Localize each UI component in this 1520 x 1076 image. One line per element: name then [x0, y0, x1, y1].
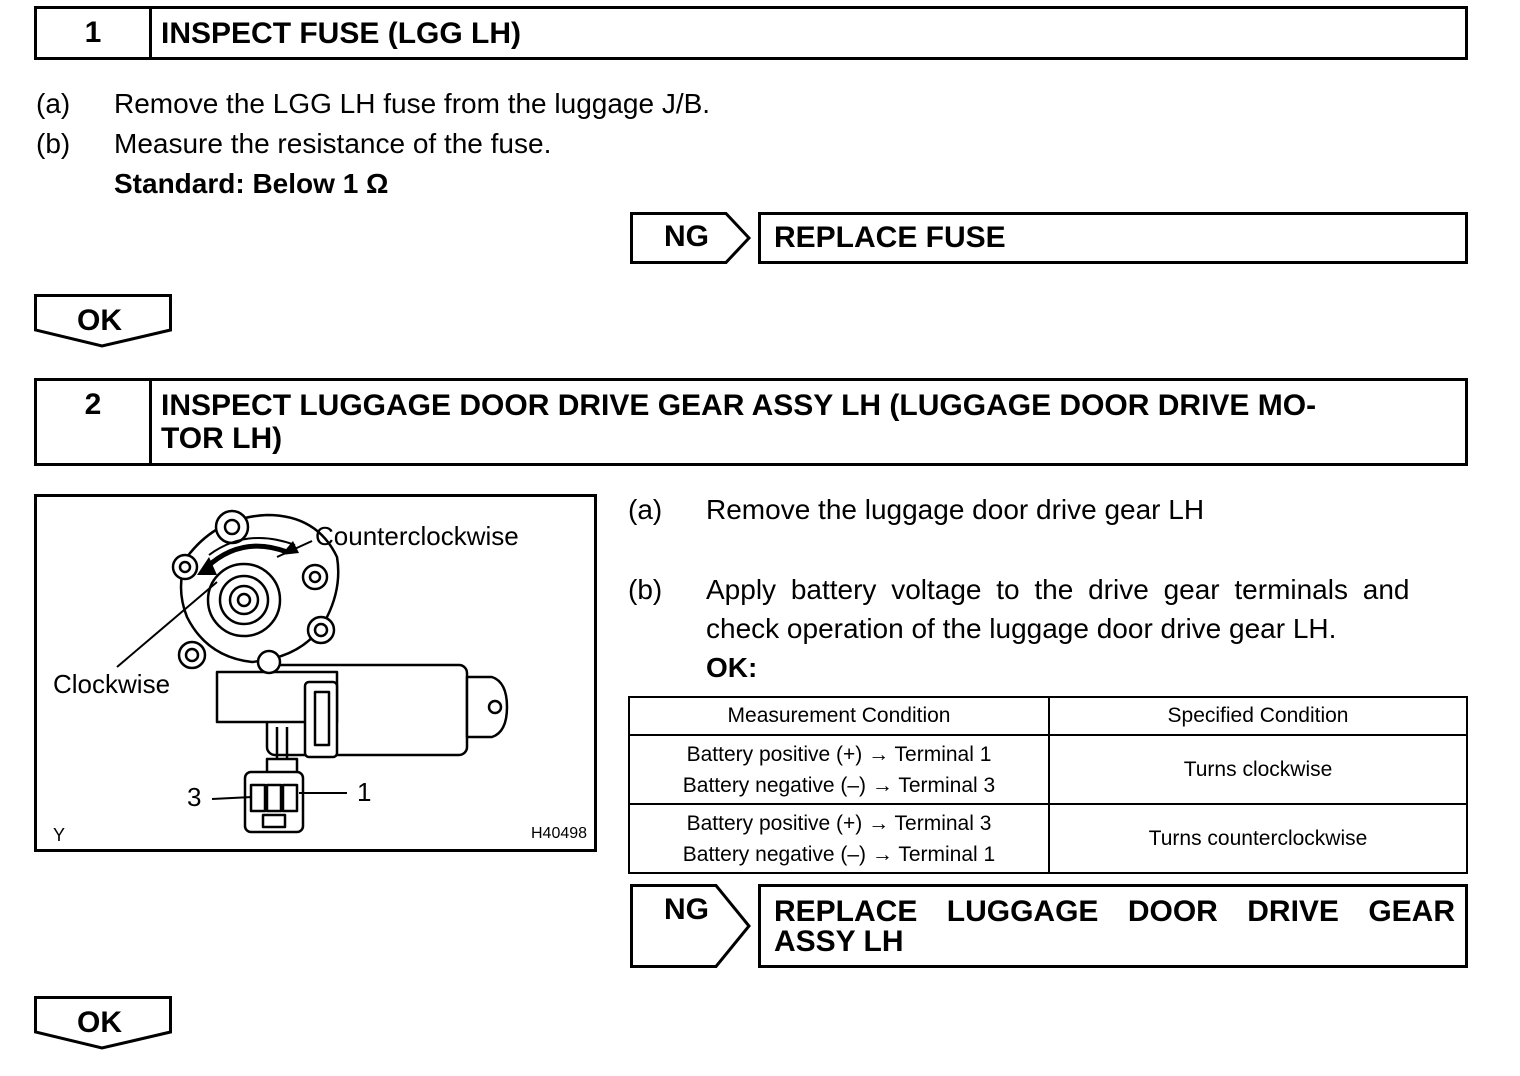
measurement-table: Measurement Condition Specified Conditio… — [628, 696, 1468, 874]
step-label-a: (a) — [36, 88, 71, 119]
ng-action-line-2: ASSY LH — [774, 925, 904, 958]
table-row: Battery positive (+) → Terminal 3 Batter… — [628, 803, 1468, 874]
step-title: INSPECT FUSE (LGG LH) — [161, 17, 521, 50]
ok-arrow-badge — [34, 996, 172, 1050]
step-label-b: (b) — [628, 574, 663, 605]
terminal-3-label: 3 — [187, 782, 202, 812]
ok-label: OK — [77, 304, 122, 337]
ng-action-text: REPLACE FUSE — [774, 221, 1006, 254]
motor-diagram: Counterclockwise Clockwise 3 1 Y H40498 — [34, 494, 597, 852]
figure-id: H40498 — [531, 825, 588, 842]
ng-arrow-badge — [630, 212, 752, 264]
ok-label: OK — [77, 1006, 122, 1039]
ok-heading: OK: — [706, 652, 758, 683]
step-text-a: Remove the LGG LH fuse from the luggage … — [114, 88, 711, 119]
step-text-a: Remove the luggage door drive gear LH — [706, 494, 1205, 525]
condition-line-1: Battery positive (+) → Terminal 1 — [686, 742, 992, 766]
table-header-row: Measurement Condition Specified Conditio… — [628, 696, 1468, 736]
ng-action-line-1: REPLACE LUGGAGE DOOR DRIVE GEAR — [774, 895, 1455, 928]
table-row: Battery positive (+) → Terminal 1 Batter… — [628, 734, 1468, 805]
step-text-b: Measure the resistance of the fuse. — [114, 128, 552, 159]
drive-gear-illustration — [116, 509, 509, 834]
ng-arrow-badge — [630, 884, 751, 968]
step-label-a: (a) — [628, 494, 663, 525]
condition-line-2: Battery negative (–) → Terminal 1 — [682, 842, 996, 866]
header-measurement-condition: Measurement Condition — [628, 696, 1050, 736]
condition-line-2: Battery negative (–) → Terminal 3 — [682, 773, 996, 797]
corner-label: Y — [53, 825, 66, 845]
step-number: 1 — [37, 9, 152, 57]
measurement-cell: Battery positive (+) → Terminal 1 Batter… — [628, 734, 1050, 805]
step-label-b: (b) — [36, 128, 71, 159]
counterclockwise-label: Counterclockwise — [315, 521, 519, 551]
step-1-header: 1 INSPECT FUSE (LGG LH) — [34, 6, 1468, 60]
clockwise-label: Clockwise — [53, 669, 171, 699]
step-text-b-line-1: Apply battery voltage to the drive gear … — [706, 574, 1410, 605]
ok-arrow-badge — [34, 294, 172, 348]
terminal-1-label: 1 — [357, 777, 372, 807]
step-2-header: 2 INSPECT LUGGAGE DOOR DRIVE GEAR ASSY L… — [34, 378, 1468, 466]
header-specified-condition: Specified Condition — [1048, 696, 1468, 736]
ng-label: NG — [664, 893, 709, 926]
step-title-line-1: INSPECT LUGGAGE DOOR DRIVE GEAR ASSY LH … — [161, 389, 1317, 422]
ng-label: NG — [664, 220, 709, 253]
specified-cell: Turns counterclockwise — [1048, 803, 1468, 874]
standard-spec: Standard: Below 1 Ω — [114, 168, 389, 199]
ng-action-box: REPLACE LUGGAGE DOOR DRIVE GEAR ASSY LH — [758, 884, 1468, 968]
measurement-cell: Battery positive (+) → Terminal 3 Batter… — [628, 803, 1050, 874]
step-text-b-line-2: check operation of the luggage door driv… — [706, 613, 1337, 644]
step-title-line-2: TOR LH) — [161, 422, 283, 455]
step-number: 2 — [37, 381, 152, 463]
specified-cell: Turns clockwise — [1048, 734, 1468, 805]
ng-action-box: REPLACE FUSE — [758, 212, 1468, 264]
condition-line-1: Battery positive (+) → Terminal 3 — [686, 811, 992, 835]
